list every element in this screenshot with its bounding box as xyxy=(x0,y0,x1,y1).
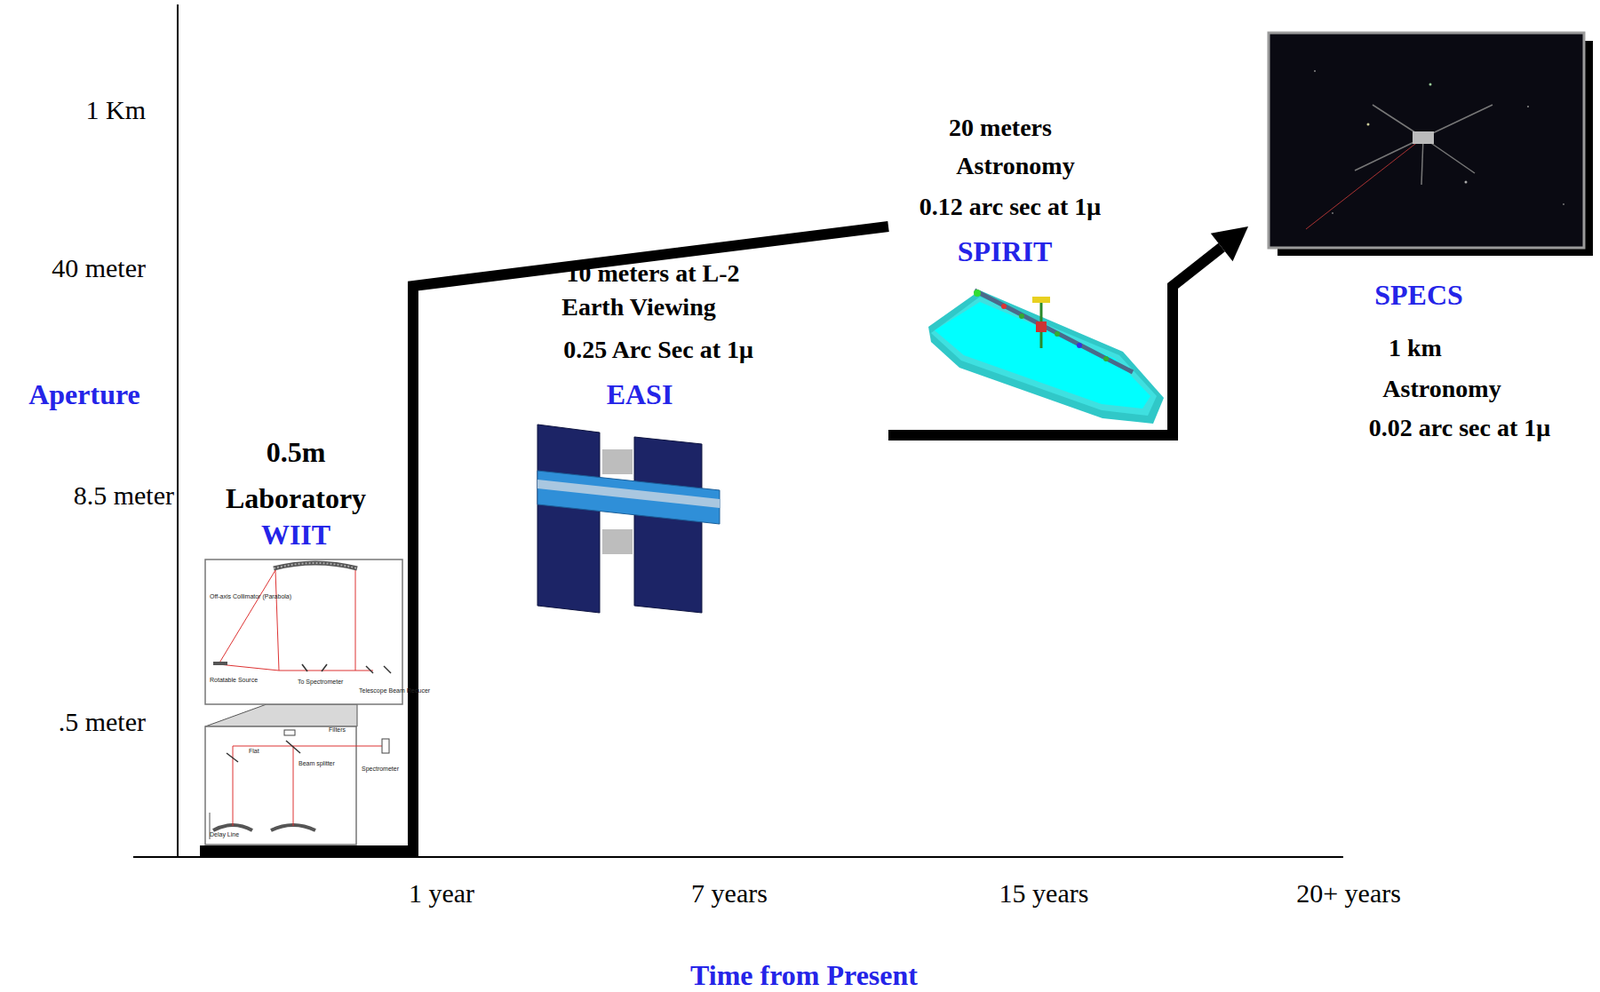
axis-tick: 40 meter xyxy=(51,253,146,283)
mission-spec: Earth Viewing xyxy=(561,294,716,322)
roadmap-arrow xyxy=(199,226,889,852)
mission-spirit: 20 metersAstronomy 0.12 arc sec at 1μ SPIR… xyxy=(888,104,1173,436)
mission-spec: 10 meters at L-2 xyxy=(565,260,740,288)
mission-spec: 0.02 arc sec at 1μ xyxy=(1369,414,1551,443)
part-label: Flat xyxy=(248,748,260,756)
mission-name: SPIRIT xyxy=(957,236,1053,268)
mission-name: SPECS xyxy=(1374,279,1464,311)
part-label: To Spectrometer xyxy=(297,678,343,686)
part-label: Telescope Beam Reducer xyxy=(358,687,430,695)
axis-tick: 7 years xyxy=(691,878,768,908)
mission-spec: 0.5m xyxy=(266,437,327,469)
axis-tick: 15 years xyxy=(999,878,1090,908)
mission-spec: 1 km xyxy=(1388,334,1442,363)
mission-spec: 20 meters xyxy=(948,114,1052,143)
wiit-schematic xyxy=(205,559,403,845)
mission-name: EASI xyxy=(606,379,674,411)
mission-wiit: 0.5mLaboratoryWIIT xyxy=(199,426,414,852)
axis-tick: 8.5 meter xyxy=(73,480,175,510)
mission-spec: Astronomy xyxy=(955,152,1075,181)
roadmap-arrow xyxy=(888,226,1249,436)
axis-title: Time from Present xyxy=(690,960,918,992)
part-label: Spectrometer xyxy=(361,765,399,773)
axis-tick: .5 meter xyxy=(58,707,146,737)
mission-specs: SPECS 1 km Astronomy 0.02 arc sec at 1μ xyxy=(1248,26,1597,445)
mission-spec: Laboratory xyxy=(225,483,367,515)
mission-spec: Astronomy xyxy=(1382,375,1501,404)
mission-easi: 10 meters at L-2Earth Viewing 0.25 Arc Se… xyxy=(519,253,796,616)
y-axis xyxy=(176,4,179,859)
axis-tick: 20+ years xyxy=(1296,878,1401,908)
part-label: Beam splitter xyxy=(298,760,335,768)
spirit-spacecraft xyxy=(928,289,1164,424)
specs-image xyxy=(1268,32,1593,256)
axis-tick: 1 Km xyxy=(86,95,147,125)
axis-title: Aperture xyxy=(28,379,141,411)
part-label: Off-axis Collimator (Parabola) xyxy=(209,593,292,601)
axis-tick: 1 year xyxy=(408,878,475,908)
easi-spacecraft xyxy=(537,424,720,613)
part-label: Delay Line xyxy=(209,831,239,839)
part-label: Filters xyxy=(328,726,346,734)
mission-spec: 0.12 arc sec at 1μ xyxy=(919,193,1101,222)
mission-spec: 0.25 Arc Sec at 1μ xyxy=(563,336,754,365)
x-axis xyxy=(133,856,1344,859)
mission-name: WIIT xyxy=(261,519,331,551)
part-label: Rotatable Source xyxy=(209,676,258,685)
